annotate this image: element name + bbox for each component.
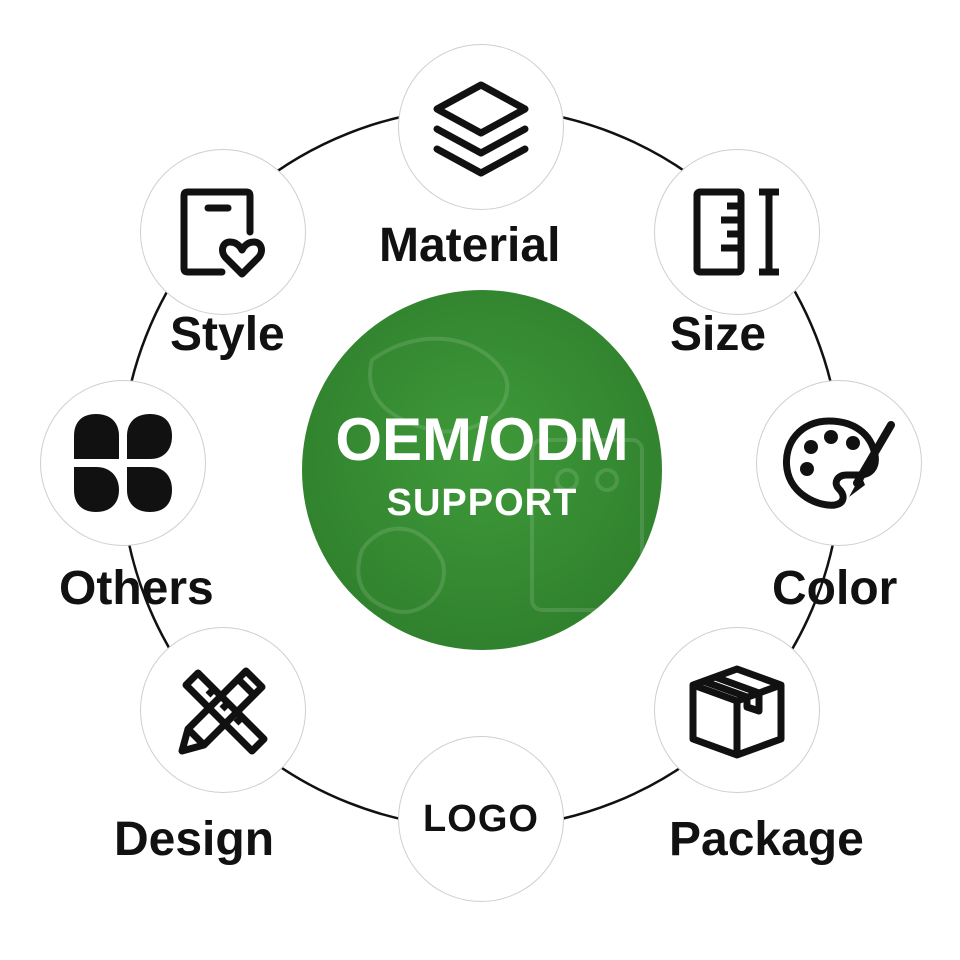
material-label: Material (379, 219, 561, 272)
palette-icon (782, 417, 895, 509)
package-label: Package (669, 813, 864, 866)
pencil-ruler-icon (178, 667, 268, 755)
four-petals-icon (74, 414, 172, 512)
design-label: Design (114, 813, 275, 866)
center-circle: OEM/ODM SUPPORT (302, 290, 662, 650)
color-label: Color (772, 562, 898, 615)
others-label: Others (59, 562, 214, 615)
tablet-heart-icon (180, 188, 265, 278)
color-node (756, 380, 922, 546)
size-label: Size (670, 308, 767, 361)
size-node (654, 149, 820, 315)
style-label: Style (170, 308, 285, 361)
style-node (140, 149, 306, 315)
package-node (654, 627, 820, 793)
ruler-icon (693, 188, 779, 276)
center-subtitle: SUPPORT (386, 482, 578, 524)
center-background (302, 290, 662, 650)
box-icon (689, 665, 785, 759)
logo-node: LOGO (398, 736, 564, 902)
others-node (40, 380, 206, 546)
layers-icon (433, 81, 529, 177)
design-node (140, 627, 306, 793)
material-node (398, 44, 564, 210)
logo-text: LOGO (423, 797, 539, 840)
center-title: OEM/ODM (335, 406, 629, 473)
